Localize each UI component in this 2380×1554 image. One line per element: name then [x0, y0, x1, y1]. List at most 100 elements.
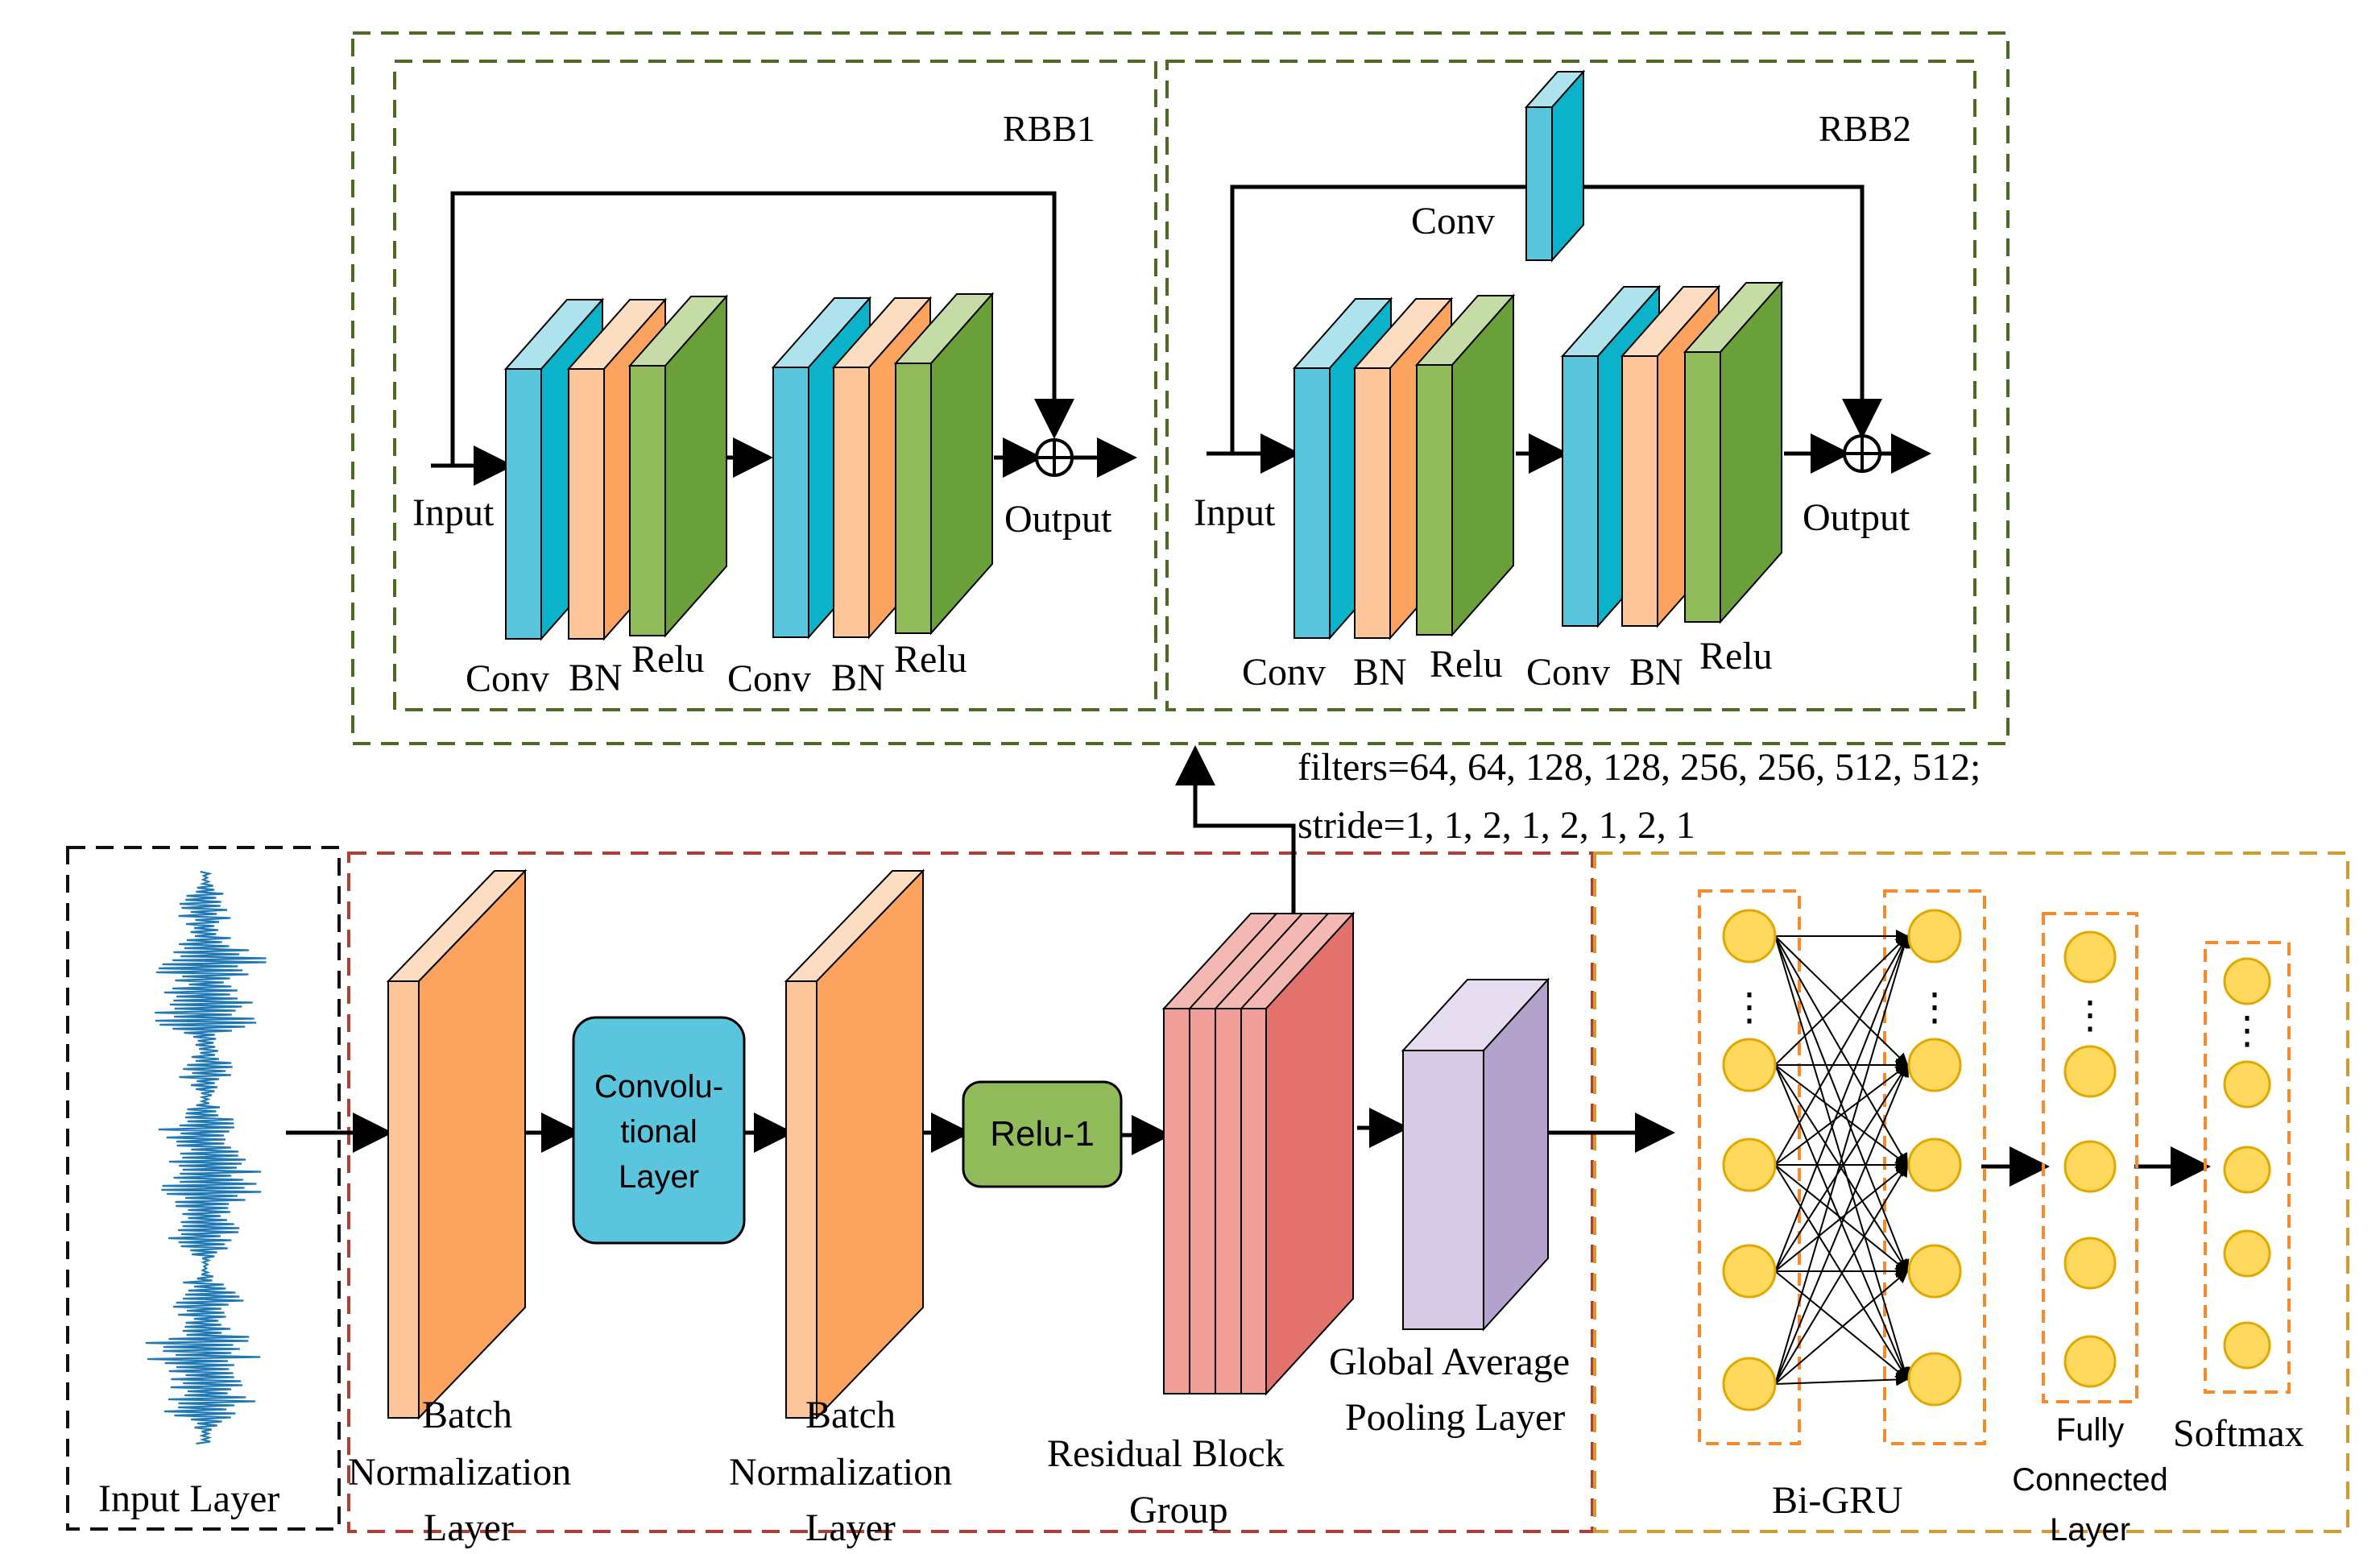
bigru-output-node	[1907, 1038, 1962, 1092]
bigru-output-node	[1907, 1352, 1962, 1407]
fc-node	[2063, 1045, 2117, 1098]
global-average-pooling-layer	[1401, 977, 1550, 1332]
bigru-link	[1774, 934, 1910, 1385]
fc-label-3: Layer	[2050, 1512, 2130, 1548]
arrow-residual-to-blocks	[1175, 745, 1296, 920]
conv-layer-label-2: tional	[620, 1114, 697, 1150]
bigru-label: Bi-GRU	[1772, 1479, 1903, 1522]
rbb1-layer-label-conv-1: Conv	[466, 657, 549, 700]
filters-text: filters=64, 64, 128, 128, 256, 256, 512,…	[1298, 746, 1981, 789]
bn-layer-2-label-1: Batch	[805, 1394, 896, 1436]
fully-connected-group	[2042, 912, 2138, 1403]
bigru-link	[1774, 1270, 1909, 1385]
bigru-link	[1774, 1373, 1909, 1386]
softmax-node	[2223, 1229, 2271, 1278]
bigru-input-node	[1722, 1138, 1777, 1192]
rbb2-title: RBB2	[1819, 108, 1911, 149]
bigru-link	[1774, 1063, 1909, 1272]
rbb2-layer-label-relu-1: Relu	[1430, 643, 1503, 686]
bigru-output-node	[1907, 909, 1962, 963]
residual-block-label-1: Residual Block	[1047, 1432, 1285, 1475]
input-signal-waveform	[145, 870, 267, 1445]
bigru-link	[1774, 1064, 1909, 1381]
rbb2-input-label: Input	[1194, 491, 1276, 534]
fc-label-2: Connected	[2012, 1462, 2167, 1498]
bigru-link	[1774, 934, 1909, 1066]
softmax-node	[2223, 1060, 2271, 1109]
bigru-ellipsis-left: ⋮	[1730, 986, 1769, 1029]
rbb2-layer-label-relu-2: Relu	[1699, 635, 1773, 678]
relu-1-layer	[962, 1080, 1123, 1188]
fc-node	[2063, 1237, 2117, 1290]
bigru-input-node	[1722, 1038, 1777, 1092]
bn-layer-2	[784, 868, 925, 1420]
fully-connected-nodes	[2063, 930, 2117, 1388]
waveform-trace	[145, 870, 267, 1445]
bigru-link	[1774, 1063, 1910, 1385]
bigru-input-node	[1722, 909, 1777, 963]
rbb2-layer-label-conv-2: Conv	[1526, 651, 1610, 694]
bigru-output-group	[1883, 889, 1986, 1445]
feature-extraction-box	[347, 852, 1594, 1533]
fc-ellipsis: ⋮	[2071, 994, 2109, 1037]
bigru-ellipsis-right: ⋮	[1915, 986, 1954, 1029]
softmax-nodes	[2223, 957, 2271, 1370]
rbb1-box	[393, 60, 1157, 711]
residual-block-label-2: Group	[1129, 1489, 1228, 1531]
bigru-connections	[1774, 930, 1910, 1386]
rbb1-title: RBB1	[1003, 108, 1095, 149]
bigru-input-group	[1698, 889, 1801, 1445]
bigru-input-node	[1722, 1357, 1777, 1411]
residual-block-group	[1161, 911, 1356, 1396]
rbb1-output-label: Output	[1004, 498, 1112, 541]
rbb2-layer-label-conv-1: Conv	[1242, 651, 1326, 694]
gap-label-2: Pooling Layer	[1345, 1396, 1565, 1439]
softmax-node	[2223, 1146, 2271, 1194]
bigru-link	[1774, 934, 1910, 1272]
relu-1-label: Relu-1	[990, 1114, 1095, 1154]
fc-label-1: Fully	[2056, 1412, 2124, 1448]
bigru-nodes	[1722, 909, 1962, 1411]
rbb1-sum-icon	[1035, 438, 1074, 477]
rbb2-relu-2	[1683, 280, 1784, 624]
input-layer-box	[66, 846, 341, 1531]
bigru-output-node	[1907, 1244, 1962, 1299]
fc-node	[2063, 1140, 2117, 1193]
rbb2-output-label: Output	[1803, 496, 1910, 539]
softmax-node	[2223, 957, 2271, 1005]
rbb2-shortcut-conv	[1524, 69, 1586, 263]
rbb2-box	[1165, 60, 1976, 711]
convolutional-layer	[572, 1016, 746, 1245]
input-layer-label: Input Layer	[98, 1477, 279, 1520]
bigru-output-node	[1907, 1138, 1962, 1192]
rbb1-layer-label-relu-1: Relu	[631, 638, 705, 681]
conv-layer-label-1: Convolu-	[594, 1069, 723, 1104]
rbb1-layer-label-bn-2: BN	[831, 657, 885, 699]
rbb2-relu-1	[1414, 293, 1516, 637]
rbb2-layer-label-bn-2: BN	[1629, 651, 1683, 694]
bn-layer-2-label-3: Layer	[805, 1506, 896, 1549]
bigru-link	[1774, 934, 1909, 1166]
rbb1-relu-1	[627, 294, 729, 638]
bn-layer-1-label-3: Layer	[424, 1506, 514, 1549]
rbb2-sum-icon	[1843, 434, 1881, 473]
softmax-node	[2223, 1321, 2271, 1370]
bigru-link	[1774, 1063, 1909, 1166]
residual-blocks-outer-box	[351, 31, 2010, 745]
stride-text: stride=1, 1, 2, 1, 2, 1, 2, 1	[1298, 804, 1695, 847]
rbb1-layer-label-bn-1: BN	[569, 657, 623, 699]
fc-node	[2063, 930, 2117, 984]
conv-layer-label-3: Layer	[619, 1159, 699, 1195]
softmax-ellipsis: ⋮	[2228, 1009, 2266, 1052]
rbb1-layer-label-conv-2: Conv	[727, 657, 811, 700]
bigru-link	[1774, 1163, 1909, 1272]
gap-label-1: Global Average	[1329, 1341, 1570, 1383]
bn-layer-1-label-1: Batch	[422, 1394, 512, 1436]
rbb1-skip-connection	[450, 191, 1074, 466]
softmax-label: Softmax	[2173, 1412, 2304, 1455]
rbb2-shortcut-conv-label: Conv	[1411, 200, 1495, 242]
classifier-box	[1593, 852, 2349, 1533]
rbb1-layer-label-relu-2: Relu	[894, 638, 967, 681]
bn-layer-2-label-2: Normalization	[729, 1451, 952, 1494]
